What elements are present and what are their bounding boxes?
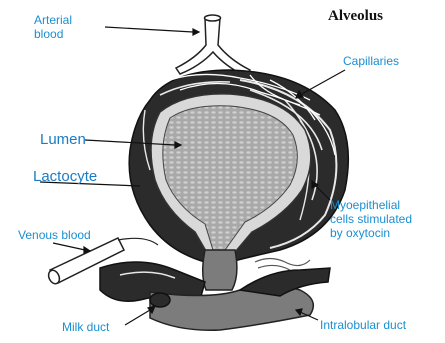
diagram-title: Alveolus [328, 8, 383, 25]
arterial-vessel [176, 15, 250, 76]
label-arterial-blood: Arterial blood [34, 13, 72, 41]
label-myoepithelial-cells: Myoepithelial cells stimulated by oxytoc… [330, 198, 412, 240]
label-lactocyte: Lactocyte [33, 168, 97, 185]
label-venous-blood: Venous blood [18, 228, 91, 242]
label-milk-duct: Milk duct [62, 320, 109, 334]
label-intralobular-duct: Intralobular duct [320, 318, 406, 332]
label-capillaries: Capillaries [343, 54, 399, 68]
capillary-loops [255, 259, 310, 271]
alveolus-duct [203, 250, 237, 290]
label-lumen: Lumen [40, 131, 86, 148]
